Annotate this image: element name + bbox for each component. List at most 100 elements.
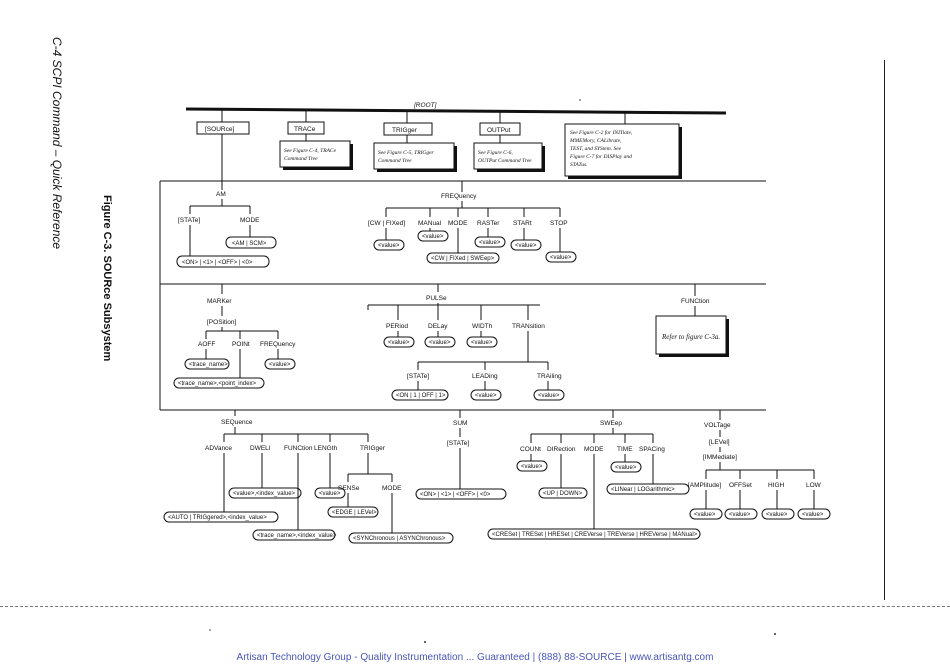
marker-frequency-value (264, 358, 296, 370)
sweep-spacing-value-text: <LINear | LOGarithmic> (611, 487, 675, 493)
source-box (196, 121, 250, 135)
sequence-sense-label: SENSe (338, 485, 360, 492)
voltage-low-value (797, 508, 831, 520)
pulse-leading-label: LEADing (472, 373, 498, 380)
pulse-leading-value-text: <value> (475, 393, 497, 399)
trace-label: TRACe (294, 126, 316, 133)
pulse-delay-value-text: <value> (429, 340, 451, 346)
voltage-offset-value-text: <value> (729, 512, 751, 518)
sweep-count-label: COUNt (520, 446, 541, 453)
voltage-high-label: HIGH (768, 482, 785, 489)
freq-raster-label: RASTer (477, 220, 500, 227)
other-note-line5: STATus. (570, 162, 588, 168)
sequence-dwell-label: DWELl (250, 445, 271, 452)
sequence-mode-label: MODE (382, 485, 402, 492)
sequence-sense-value-text: <EDGE | LEVel> (332, 510, 377, 516)
marker-trace-name (184, 358, 230, 370)
pulse-trailing-value (533, 389, 565, 401)
sequence-sense-value (327, 506, 379, 518)
voltage-high-value-text: <value> (766, 512, 788, 518)
other-note-box (564, 123, 680, 177)
sequence-dwell-value (228, 487, 302, 499)
pulse-delay-value (424, 336, 456, 348)
am-state-value (176, 255, 270, 268)
sweep-direction-value (538, 487, 588, 499)
am-mode-value (225, 236, 277, 249)
pulse-period-label: PERiod (386, 323, 408, 330)
sweep-count-value (516, 460, 548, 472)
voltage-low-label: LOW (806, 482, 822, 489)
footer-text: Artisan Technology Group - Quality Instr… (236, 652, 714, 663)
marker-frequency-label: FREQuency (260, 341, 296, 348)
right-margin-line (884, 60, 885, 600)
other-note-line1: See Figure C-2 for INITiate, (570, 129, 633, 136)
root-bar (185, 107, 727, 115)
trigger-box (383, 122, 433, 136)
marker-position-label: [POSition] (207, 319, 236, 326)
output-note-line2: OUTPut Command Tree (478, 158, 532, 164)
sum-label: SUM (453, 420, 467, 427)
freq-cw-value-text: <value> (378, 243, 400, 249)
function-label: FUNCtion (681, 298, 710, 305)
sequence-function-value (252, 529, 336, 541)
marker-frequency-value-text: <value> (269, 362, 291, 368)
voltage-low-value-text: <value> (802, 512, 824, 518)
output-note-box (473, 142, 543, 170)
voltage-offset-value (724, 508, 758, 520)
pulse-state-value (391, 389, 449, 401)
other-note-line2: MMEMory, CALibrate, (569, 138, 622, 144)
sweep-mode-value-text: <CRESet | TRESet | HRESet | CREVerse | T… (492, 532, 698, 538)
pulse-trailing-value-text: <value> (538, 393, 560, 399)
voltage-amplitude-value-text: <value> (694, 512, 716, 518)
trigger-note-line2: Command Tree (378, 158, 412, 164)
am-mode-value-text: <AM | SCM> (232, 241, 267, 247)
sequence-mode-value (348, 532, 454, 544)
marker-point-label: POINt (232, 341, 250, 348)
other-note-line4: Figure C-7 for DISPlay and (569, 153, 632, 160)
sequence-mode-value-text: <SYNChronous | ASYNChronous> (353, 536, 446, 542)
footer-divider (0, 606, 950, 607)
pulse-leading-value (470, 389, 502, 401)
root-label: [ROOT] (413, 102, 437, 109)
freq-cw-value (373, 239, 405, 251)
marker-trace-point-text: <trace_name>,<point_index> (178, 381, 257, 387)
sequence-length-value-text: <value> (319, 491, 341, 497)
sweep-time-value (610, 461, 642, 473)
other-note-line3: TEST, and SYStem. See (570, 146, 622, 152)
sequence-advance-label: ADVance (205, 445, 232, 452)
freq-manual-value (417, 230, 449, 242)
pulse-transition-label: TRANsition (512, 323, 545, 330)
function-note-box (655, 315, 727, 355)
freq-mode-value (426, 252, 500, 264)
sequence-length-label: LENGth (314, 445, 338, 452)
pulse-trailing-label: TRAiling (537, 373, 562, 380)
function-note-text: Refer to figure C-3a. (661, 333, 720, 341)
voltage-amplitude-label: [AMPlitude] (688, 482, 721, 489)
scan-speck (579, 99, 581, 101)
sweep-spacing-label: SPACing (639, 446, 665, 453)
marker-aoff-label: AOFF (198, 341, 215, 348)
voltage-offset-label: OFFSet (729, 482, 752, 489)
sequence-function-value-text: <trace_name>,<index_value> (257, 533, 337, 539)
freq-label: FREQuency (441, 193, 477, 200)
pulse-state-value-text: <ON | 1 | OFF | 1> (396, 393, 446, 399)
sweep-mode-value (487, 528, 701, 540)
voltage-immediate-label: [IMMediate] (703, 454, 737, 461)
scan-speck (209, 629, 211, 631)
voltage-amplitude-value (689, 508, 723, 520)
sequence-dwell-value-text: <value>,<index_value> (233, 491, 296, 497)
output-note-line1: See Figure C-6, (478, 150, 513, 156)
sweep-direction-label: DIRection (547, 446, 576, 453)
scan-speck (424, 641, 426, 643)
voltage-label: VOLTage (704, 422, 731, 429)
freq-start-label: STARt (513, 220, 532, 227)
sequence-length-value (314, 487, 346, 499)
sweep-time-label: TIME (617, 446, 633, 453)
freq-manual-value-text: <value> (422, 234, 444, 240)
pulse-width-value-text: <value> (471, 340, 493, 346)
sweep-count-value-text: <value> (521, 464, 543, 470)
pulse-label: PULSe (426, 295, 447, 302)
output-label: OUTPut (487, 127, 511, 134)
sum-state-label: [STATe] (447, 440, 469, 447)
